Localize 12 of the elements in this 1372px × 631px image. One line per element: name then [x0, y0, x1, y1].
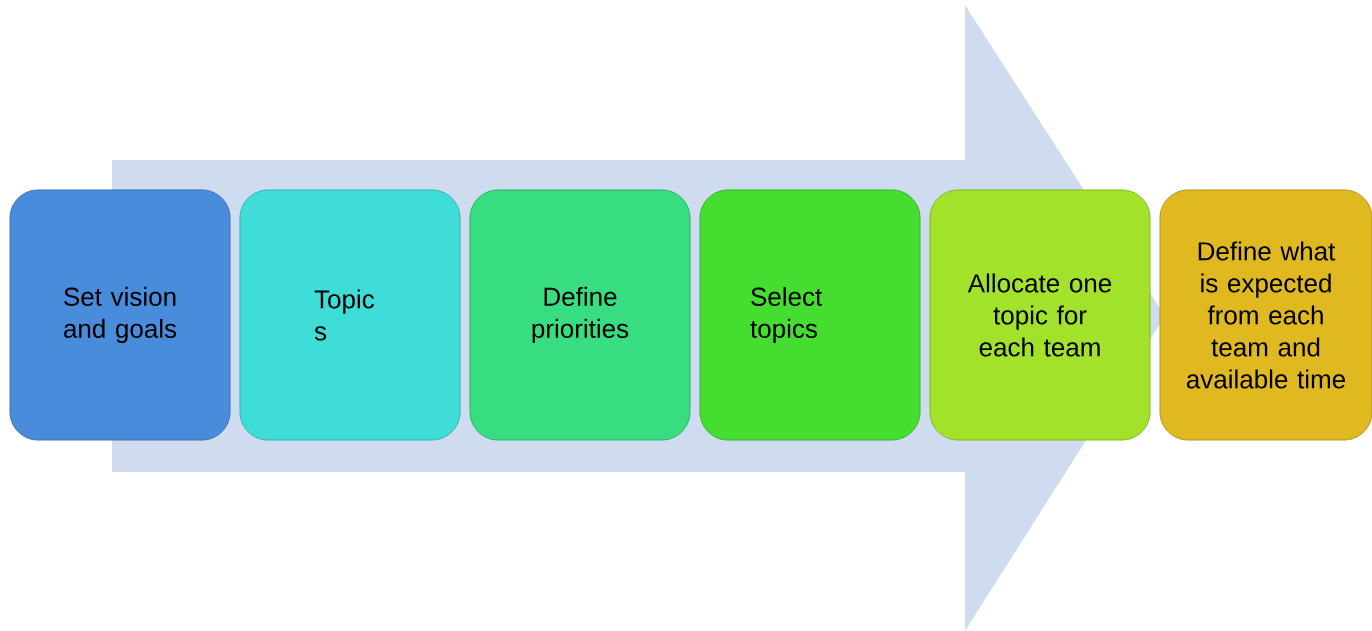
process-box	[1159, 189, 1372, 441]
process-box	[699, 189, 921, 441]
box-text: Topic s	[314, 289, 375, 341]
process-box	[239, 189, 461, 441]
box-text: Select topics	[750, 286, 823, 344]
box-text: Define what is expected from each team and available time	[1186, 241, 1345, 389]
box-text: Allocate one topic for each team	[967, 273, 1112, 357]
process-box	[469, 189, 691, 441]
box-text: Define priorities	[532, 286, 629, 344]
process-box	[929, 189, 1151, 441]
process-box	[9, 189, 231, 441]
box-text: Set vision and goals	[64, 286, 177, 344]
